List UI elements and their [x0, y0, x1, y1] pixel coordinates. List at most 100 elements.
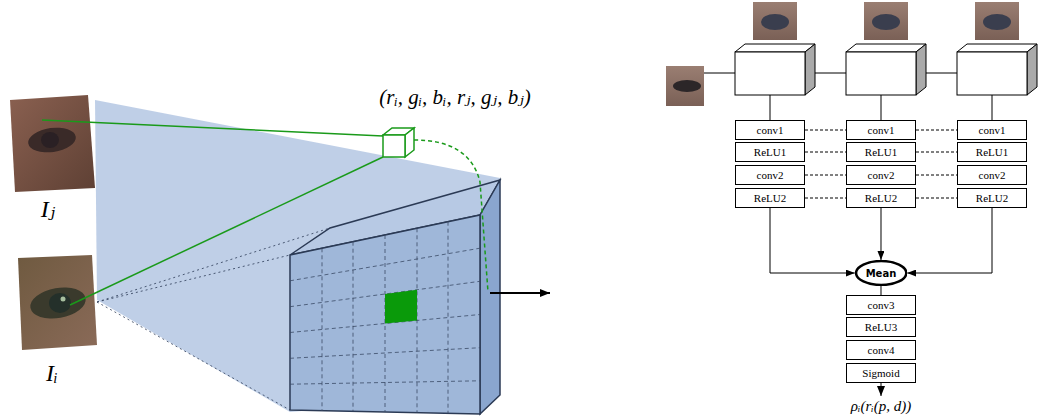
output-arrow	[881, 383, 882, 396]
reference-eye	[666, 66, 704, 106]
sample-cube	[383, 128, 414, 157]
layer-box: conv2	[957, 165, 1027, 185]
image-label: Iⱼ	[41, 196, 55, 222]
cube-face	[383, 135, 405, 157]
eye-shape	[983, 14, 1011, 30]
shared-weights-link	[916, 130, 957, 131]
layer-box: conv1	[846, 120, 916, 140]
input-block	[735, 44, 815, 95]
neighbor-eye	[753, 2, 797, 40]
image-patch	[975, 2, 1019, 40]
eye-shape	[27, 125, 78, 155]
eye-shape	[761, 14, 789, 30]
eye-image-j	[10, 95, 95, 192]
input-block	[846, 44, 926, 95]
block-link	[992, 95, 993, 120]
camera-ray	[97, 302, 290, 410]
mean-ellipse: Mean	[855, 260, 907, 286]
volume-front-face	[290, 215, 480, 414]
block-face	[735, 52, 805, 95]
block-link	[770, 95, 771, 120]
layer-box: Sigmoid	[846, 363, 916, 383]
input-block	[957, 44, 1037, 95]
eye-image-i	[18, 255, 97, 350]
layer-name: ReLU1	[754, 146, 786, 158]
feature-tuple: (rᵢ, gᵢ, bᵢ, rⱼ, gⱼ, bⱼ)	[379, 86, 530, 109]
block-face	[916, 44, 926, 95]
image-label: Iᵢ	[46, 360, 58, 386]
data-flow-arrow	[880, 286, 881, 295]
neighbor-eye	[864, 2, 908, 40]
cube-face	[405, 128, 414, 157]
layer-name: conv3	[868, 299, 895, 311]
image-patch	[18, 255, 97, 350]
layer-name: conv2	[979, 169, 1006, 181]
layer-box: ReLU2	[846, 188, 916, 208]
layer-box: ReLU2	[735, 188, 805, 208]
data-flow-arrow	[907, 208, 992, 273]
ellipse-outline	[856, 261, 906, 285]
dashed-link	[414, 140, 488, 292]
layer-box: conv4	[846, 340, 916, 360]
eye-shape	[872, 14, 900, 30]
eye-shape	[673, 80, 701, 92]
shared-weights-link	[805, 198, 846, 199]
volume-grid	[290, 222, 480, 414]
layer-name: ReLU3	[865, 321, 897, 333]
sample-ray	[42, 120, 383, 136]
layer-name: conv4	[868, 344, 895, 356]
grid-line	[290, 381, 480, 384]
eye-highlight	[61, 297, 66, 302]
block-face	[805, 44, 815, 95]
iris	[41, 132, 59, 148]
selected-cell	[385, 290, 417, 324]
sample-ray	[70, 157, 383, 305]
layer-box: conv3	[846, 295, 916, 315]
shared-weights-link	[805, 175, 846, 176]
layer-name: ReLU2	[754, 192, 786, 204]
output-arrow	[490, 292, 550, 294]
grid-line	[290, 348, 480, 359]
iris	[49, 293, 71, 313]
layer-name: ReLU2	[976, 192, 1008, 204]
layer-name: conv2	[757, 169, 784, 181]
neighbor-eye	[975, 2, 1019, 40]
layer-name: ReLU1	[865, 146, 897, 158]
shared-weights-link	[916, 175, 957, 176]
shared-weights-link	[805, 152, 846, 153]
layer-name: conv1	[868, 124, 895, 136]
layer-box: ReLU1	[846, 142, 916, 162]
layer-name: conv2	[868, 169, 895, 181]
layer-name: Mean	[866, 268, 897, 279]
grid-line	[448, 222, 449, 414]
layer-name: conv1	[757, 124, 784, 136]
layer-box: conv2	[846, 165, 916, 185]
block-face	[846, 44, 926, 52]
layer-box: ReLU3	[846, 317, 916, 337]
volume-side-face	[480, 180, 500, 414]
layer-name: ReLU1	[976, 146, 1008, 158]
block-face	[846, 52, 916, 95]
data-flow-arrow	[880, 208, 881, 260]
eye-shape	[28, 283, 88, 322]
layer-box: ReLU1	[957, 142, 1027, 162]
shared-weights-link	[805, 130, 846, 131]
block-face	[1027, 44, 1037, 95]
image-patch	[666, 66, 704, 106]
image-patch	[753, 2, 797, 40]
layer-box: ReLU1	[735, 142, 805, 162]
image-patch	[10, 95, 95, 192]
shared-weights-link	[916, 198, 957, 199]
block-face	[957, 44, 1037, 52]
block-face	[735, 44, 815, 52]
image-patch	[864, 2, 908, 40]
layer-name: Sigmoid	[862, 367, 899, 379]
grid-line	[290, 248, 480, 281]
shared-weights-link	[916, 152, 957, 153]
layer-box: conv2	[735, 165, 805, 185]
data-flow-arrow	[770, 208, 855, 273]
block-link	[881, 95, 882, 120]
layer-name: conv1	[979, 124, 1006, 136]
block-face	[957, 52, 1027, 95]
